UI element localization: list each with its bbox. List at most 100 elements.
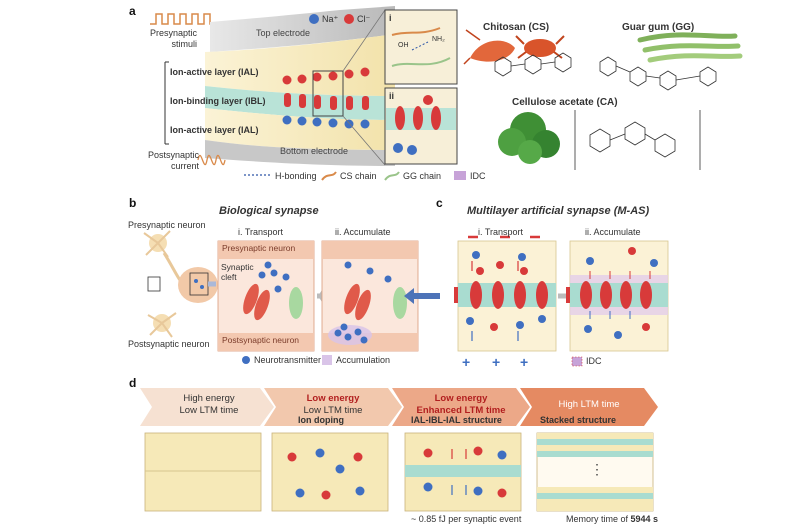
plus-terminals: + + +: [462, 354, 528, 370]
c-idc-legend-icon: [571, 356, 583, 367]
accumulation-legend-icon: [322, 355, 332, 365]
chitosan-label: Chitosan (CS): [483, 22, 550, 33]
ibl-label: Ion-binding layer (IBL): [170, 96, 266, 106]
box-presynaptic-label: Presynaptic neuron: [222, 243, 296, 253]
energy-arrow-row: High energy Low LTM time Low energy Low …: [140, 388, 660, 426]
crab-icon: [515, 35, 565, 59]
zoom-box: [312, 70, 344, 117]
cellulose-structure: [574, 110, 701, 170]
energy-note: ~ 0.85 fJ per synaptic event: [411, 514, 522, 524]
current-wave-icon: [197, 154, 226, 166]
presynaptic-neuron-label: Presynaptic neuron: [128, 220, 206, 230]
arrow-1-line1: High energy: [183, 393, 235, 404]
arrow-2-line1: Low energy: [306, 393, 360, 404]
ion-doping-label: Ion doping: [298, 415, 344, 425]
energy-arrow-3: [392, 388, 530, 426]
cellulose-label: Cellulose acetate (CA): [512, 97, 618, 108]
postsynaptic-neuron-label: Postsynaptic neuron: [128, 339, 210, 349]
guar-structure: [599, 56, 717, 91]
inset-i-box: [384, 9, 458, 85]
energy-arrow-2: [264, 388, 402, 426]
mas-title: Multilayer artificial synapse (M-AS): [467, 205, 650, 217]
na-ion-icon: [309, 14, 319, 24]
mas-transport-box: [454, 240, 557, 352]
ial-bottom-label: Ion-active layer (IAL): [170, 125, 259, 135]
neurotransmitter-legend-icon: [242, 356, 250, 364]
c-transport-label: i. Transport: [478, 227, 524, 237]
cl-ion-icon: [344, 14, 354, 24]
box-postsynaptic-label: Postsynaptic neuron: [222, 335, 300, 345]
guar-gum-label: Guar gum (GG): [622, 22, 695, 33]
ial-top-label: Ion-active layer (IAL): [170, 67, 259, 77]
cs-chain-legend-icon: [321, 171, 337, 181]
svg-text:+: +: [492, 354, 500, 370]
gg-chain-legend-icon: [384, 171, 400, 181]
cs-chain-legend-label: CS chain: [340, 171, 377, 181]
guar-bean-icon: [637, 32, 743, 63]
arrow-1-line2: Low LTM time: [179, 405, 239, 416]
upper-ial: [205, 34, 395, 96]
hbond-legend-label: H-bonding: [275, 171, 317, 181]
panel-b-diagram: [143, 230, 440, 365]
inset-i-label: i: [389, 13, 392, 23]
ion-doped-box: [271, 432, 389, 512]
idc-legend-icon: [454, 171, 466, 180]
memory-time-prefix: Memory time of: [566, 514, 631, 524]
ial-ibl-ial-label: IAL-IBL-IAL structure: [411, 415, 502, 425]
na-ion-label: Na⁺: [322, 14, 339, 24]
c-accumulate-label: ii. Accumulate: [585, 227, 641, 237]
na-ion-row: [282, 115, 370, 129]
panel-label-d: d: [129, 376, 137, 390]
plain-film-box: [144, 432, 262, 512]
panel-d-boxes: [144, 432, 654, 512]
inset-oh-label: OH: [398, 42, 409, 49]
panel-a-device-diagram: [150, 6, 743, 181]
double-arrow-icon: [404, 288, 414, 304]
bottom-electrode-label: Bottom electrode: [280, 146, 349, 156]
memory-time-value: 5944 s: [630, 514, 659, 524]
bottom-electrode: [205, 140, 395, 166]
biological-synapse-title: Biological synapse: [219, 205, 319, 217]
svg-text:+: +: [520, 354, 528, 370]
postsynaptic-neuron-icon: [147, 312, 177, 338]
lower-ial: [205, 108, 395, 150]
neurotransmitter-legend-label: Neurotransmitter: [254, 355, 322, 365]
arrow-3-line1: Low energy: [434, 393, 488, 404]
idc-legend-label: IDC: [470, 171, 486, 181]
arrow-1-text: High energy Low LTM time: [154, 393, 264, 417]
panel-label-a: a: [129, 4, 136, 18]
square-wave-icon: [150, 13, 220, 25]
gg-chain-legend-label: GG chain: [403, 171, 442, 181]
inset-nh2-label: NH₂: [432, 36, 445, 43]
arrow-3-line2: Enhanced LTM time: [416, 405, 506, 416]
arrow-2-line2: Low LTM time: [303, 405, 363, 416]
cl-ion-row-top: [282, 67, 370, 85]
synaptic-cleft-label: Synaptic cleft: [221, 262, 254, 282]
arrow-2-text: Low energy Low LTM time: [278, 393, 388, 417]
presynaptic-neuron-icon: [143, 230, 171, 258]
arrow-3-text: Low energy Enhanced LTM time: [406, 393, 516, 417]
b-accumulate-label: ii. Accumulate: [335, 227, 391, 237]
arrow-4-text: High LTM time: [534, 399, 644, 411]
shrimp-icon: [463, 29, 515, 65]
panel-c-diagram: + + +: [454, 235, 669, 370]
stacked-structure-label: Stacked structure: [540, 415, 617, 425]
svg-text:+: +: [462, 354, 470, 370]
postsynaptic-current-label: Postsynaptic current: [148, 150, 200, 171]
energy-arrow-1: [140, 388, 274, 426]
dipole-row: [284, 93, 369, 110]
chitosan-structure: [494, 52, 572, 77]
panel-label-b: b: [129, 196, 137, 210]
cl-ion-label: Cl⁻: [357, 14, 371, 24]
presynaptic-stimuli-label: Presynaptic stimuli: [150, 28, 198, 49]
arrow-4-line1: High LTM time: [558, 399, 620, 410]
mas-accumulate-box: [566, 240, 669, 352]
panel-label-c: c: [436, 196, 443, 210]
energy-arrow-4: [520, 388, 658, 426]
stack-ellipsis: ⋮: [590, 461, 604, 477]
top-electrode-label: Top electrode: [256, 28, 311, 38]
c-idc-legend-label: IDC: [586, 356, 602, 366]
accumulation-legend-label: Accumulation: [336, 355, 391, 365]
plant-icon: [498, 112, 560, 164]
memory-time-note: Memory time of 5944 s: [566, 514, 658, 524]
